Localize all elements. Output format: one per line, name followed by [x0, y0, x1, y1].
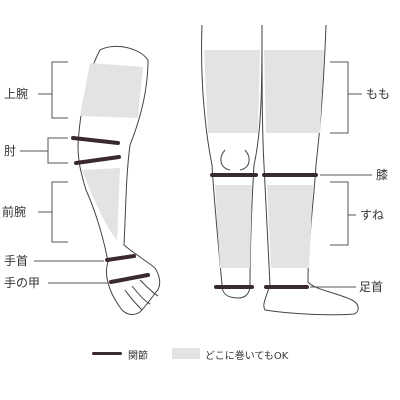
leg-right-shade-shin: [267, 185, 313, 268]
label-knee: 膝: [376, 168, 389, 182]
label-shin: すね: [360, 208, 385, 222]
arm-shade-forearm: [82, 168, 120, 240]
band-wrist: [105, 254, 136, 262]
bracket-upper-arm: [38, 61, 68, 119]
band-back-of-hand: [109, 273, 150, 284]
label-forearm: 前腕: [2, 205, 27, 219]
arm-shade-upper-arm: [80, 63, 143, 118]
knee-cap: [220, 149, 250, 171]
leg-left-shade-thigh: [204, 50, 260, 133]
legend-free-area-label: どこに巻いてもOK: [205, 351, 289, 362]
legend-joint-swatch: [92, 352, 122, 355]
label-thigh: もも: [366, 87, 391, 101]
leg-right-shade-thigh: [264, 50, 324, 133]
bracket-thigh: [330, 61, 362, 134]
label-upper-arm: 上腕: [4, 87, 29, 101]
band-elbow-upper: [71, 136, 120, 145]
arm-finger-lines: [124, 279, 159, 311]
legend: 関節 どこに巻いてもOK: [0, 345, 400, 362]
label-elbow: 肘: [4, 144, 17, 158]
leg-left-shade-shin: [215, 185, 252, 268]
label-back-of-hand: 手の甲: [4, 276, 41, 290]
label-ankle: 足首: [359, 280, 384, 294]
band-elbow-lower: [74, 155, 121, 165]
bracket-shin: [330, 181, 356, 246]
legend-free-area-swatch: [172, 348, 200, 359]
label-wrist: 手首: [4, 254, 29, 268]
legend-joint-label: 関節: [128, 351, 148, 362]
bracket-forearm: [38, 181, 68, 243]
leader-elbow: [20, 137, 68, 164]
